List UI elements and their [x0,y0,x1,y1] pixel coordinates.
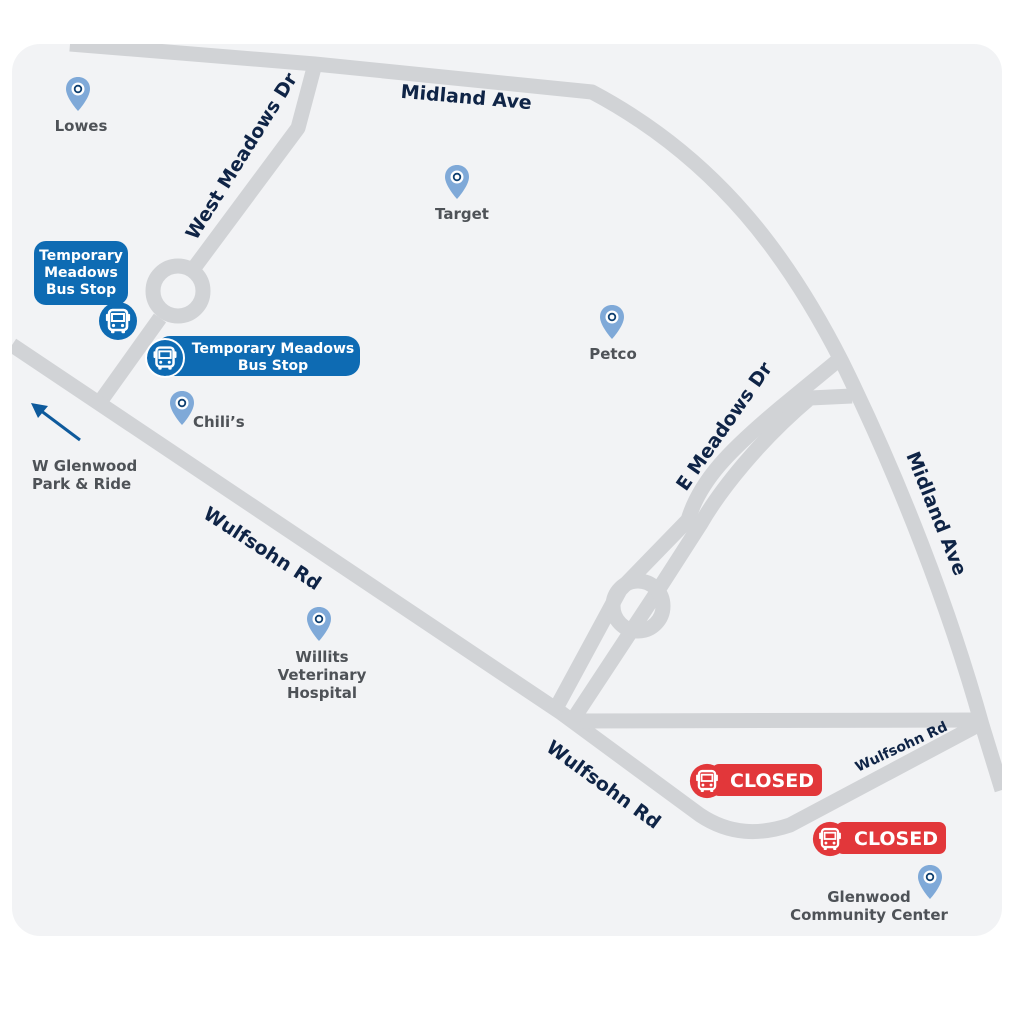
roads [12,44,1002,840]
temp-stop-2-line-2: Bus Stop [238,358,308,374]
bus-icon [689,763,725,799]
poi-label-petco: Petco [589,345,637,363]
closed-bus-stop-1[interactable]: CLOSED [689,763,822,799]
poi-willits[interactable]: Willits Veterinary Hospital [278,607,367,702]
temp-stop-1-line-2: Meadows [44,265,118,281]
temp-stop-1-callout [34,241,128,305]
road-e-meadows-dr-west [547,356,841,716]
temp-stop-1-line-1: Temporary [39,248,123,264]
poi-lowes[interactable]: Lowes [55,77,108,135]
direction-label-1: W Glenwood [32,457,137,475]
road-west-meadows-dr [187,62,323,273]
temporary-bus-stop-1[interactable]: Temporary Meadows Bus Stop [34,241,138,341]
roundabout-west [145,258,211,324]
poi-label-glenwood-2: Community Center [790,906,948,924]
poi-label-willits-2: Veterinary [278,666,367,684]
poi-label-lowes: Lowes [55,117,108,135]
closed-bus-stop-2[interactable]: CLOSED [812,821,946,857]
closed-1-badge [712,764,822,796]
temp-stop-1-line-3: Bus Stop [46,282,116,298]
roundabout-east [605,573,671,639]
road-wulfsohn-rd [12,338,982,840]
poi-chilis[interactable]: Chili’s [170,391,245,431]
road-e-meadows-dr-east [565,388,853,726]
closed-2-badge [836,822,946,854]
road-west-meadows-dr-south [93,313,167,407]
temp-stop-2-callout [156,336,360,376]
closed-1-label: CLOSED [730,770,814,792]
closed-2-label: CLOSED [854,828,938,850]
road-midland-ave [69,44,1002,793]
direction-label-2: Park & Ride [32,475,131,493]
poi-petco[interactable]: Petco [589,305,637,363]
poi-target[interactable]: Target [435,165,489,223]
temporary-bus-stop-2[interactable]: Temporary Meadows Bus Stop [145,336,360,378]
poi-glenwood[interactable]: Glenwood Community Center [790,865,949,924]
arrow-northwest-icon [31,403,81,442]
map-land [12,44,1002,936]
bus-icon [812,821,848,857]
bus-icon [146,339,184,377]
road-wulfsohn-connector [571,712,981,729]
poi-label-target: Target [435,205,489,223]
poi-label-chilis: Chili’s [193,413,245,431]
poi-label-glenwood-1: Glenwood [827,888,911,906]
bus-icon [98,301,138,341]
temp-stop-2-line-1: Temporary Meadows [192,341,354,357]
direction-park-and-ride[interactable]: W Glenwood Park & Ride [31,403,137,493]
poi-label-willits-3: Hospital [287,684,357,702]
poi-label-willits-1: Willits [295,648,348,666]
